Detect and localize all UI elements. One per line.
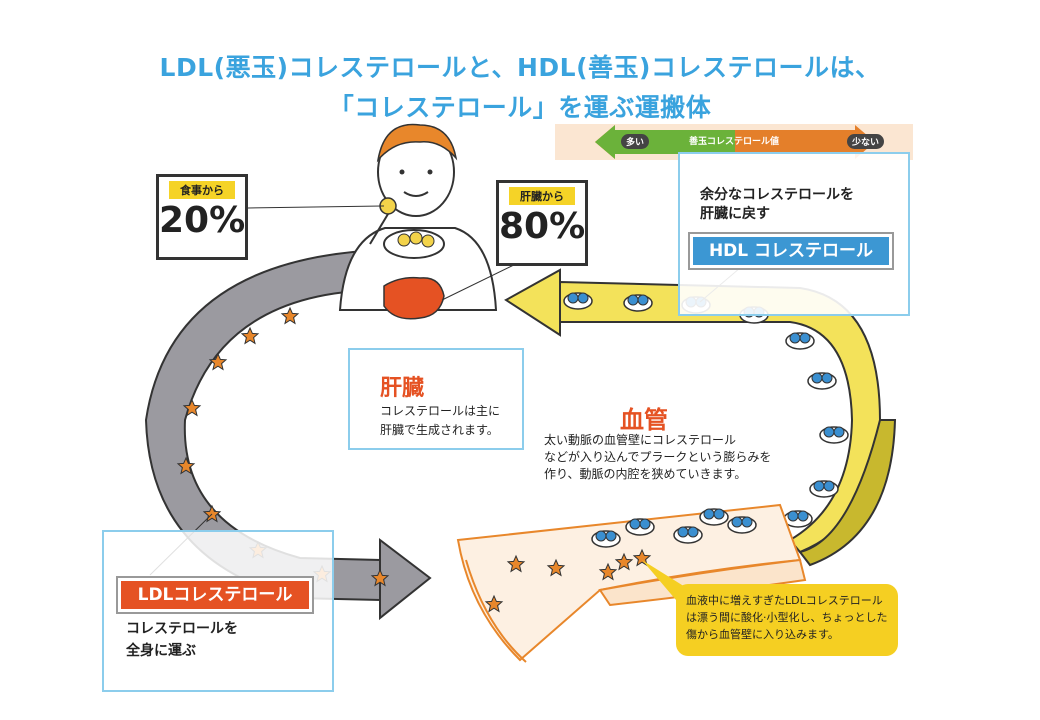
blood-vessel-illustration <box>456 503 807 663</box>
ldl-description: コレステロールを 全身に運ぶ <box>126 621 238 659</box>
food-badge: 食事から 20% <box>156 174 248 260</box>
scale-right-label: 少ない <box>847 134 885 149</box>
hdl-description: 余分なコレステロールを 肝臓に戻す <box>700 187 854 222</box>
food-connector-line <box>247 205 385 209</box>
hdl-tag: HDL コレステロール <box>688 232 894 270</box>
liver-description: コレステロールは主に 肝臓で生成されます。 <box>380 404 501 437</box>
hdl-return-arrow <box>504 268 897 567</box>
hdl-particles <box>563 292 849 528</box>
person-illustration <box>338 123 498 320</box>
liver-badge-value: 80% <box>499 206 586 247</box>
title-line-1: LDL(悪玉)コレステロールと、HDL(善玉)コレステロールは、 <box>159 53 881 82</box>
scale-arrow-icon <box>595 125 875 159</box>
scale-left-label: 多い <box>621 134 650 149</box>
liver-connector-line <box>441 261 521 301</box>
liver-heading: 肝臓 <box>380 376 425 401</box>
ldl-oxidation-callout: 血液中に増えすぎたLDLコレステロールは漂う間に酸化·小型化し、ちょっとした傷か… <box>676 584 898 656</box>
food-badge-value: 20% <box>159 200 246 241</box>
ldl-tag: LDLコレステロール <box>116 576 314 614</box>
title-line-2: 「コレステロール」を運ぶ運搬体 <box>328 93 712 122</box>
scale-middle-label: 善玉コレステロール値 <box>688 137 779 147</box>
liver-info-box <box>348 348 524 450</box>
vessel-heading: 血管 <box>620 406 668 434</box>
liver-badge: 肝臓から 80% <box>496 180 588 266</box>
food-badge-label: 食事から <box>169 181 235 199</box>
liver-badge-label: 肝臓から <box>509 187 575 205</box>
vessel-description: 太い動脈の血管壁にコレステロール などが入り込んでプラークという膨らみを 作り、… <box>544 433 772 481</box>
